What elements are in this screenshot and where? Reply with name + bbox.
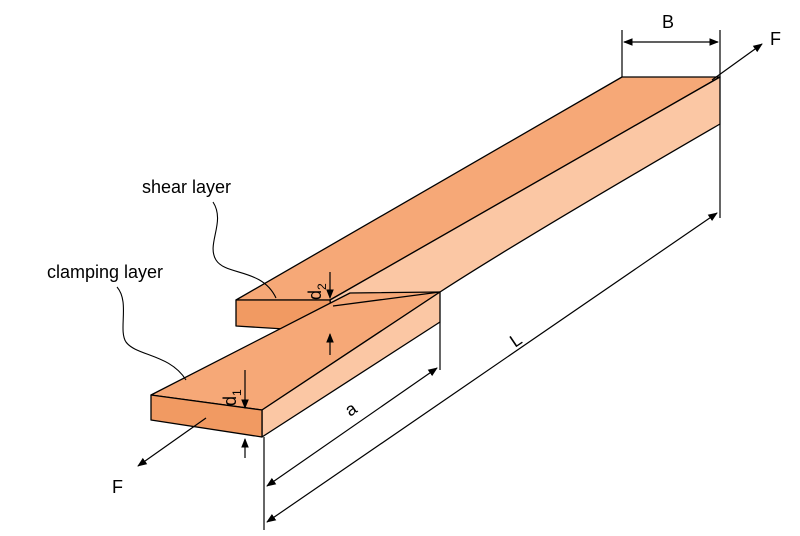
dimension-d2-label: d2 <box>305 283 329 300</box>
force-arrow-top <box>711 43 763 81</box>
dimension-a-label: a <box>341 398 361 421</box>
dimension-b: B <box>621 12 721 77</box>
clamping-layer-label: clamping layer <box>47 262 163 282</box>
dimension-b-label: B <box>662 12 674 32</box>
clamping-layer-front-face <box>150 394 263 438</box>
force-bottom-label: F <box>112 477 123 497</box>
dimension-l-label: L <box>506 329 525 351</box>
dimension-d2: d2 <box>305 272 334 355</box>
clamping-layer-leader <box>116 286 187 381</box>
dimension-d1: d1 <box>220 370 249 458</box>
force-arrow-bottom <box>137 417 207 467</box>
force-top-label: F <box>770 29 781 49</box>
shear-layer-leader <box>212 201 277 299</box>
shear-layer-label: shear layer <box>142 177 231 197</box>
dimension-d1-label: d1 <box>220 389 244 406</box>
